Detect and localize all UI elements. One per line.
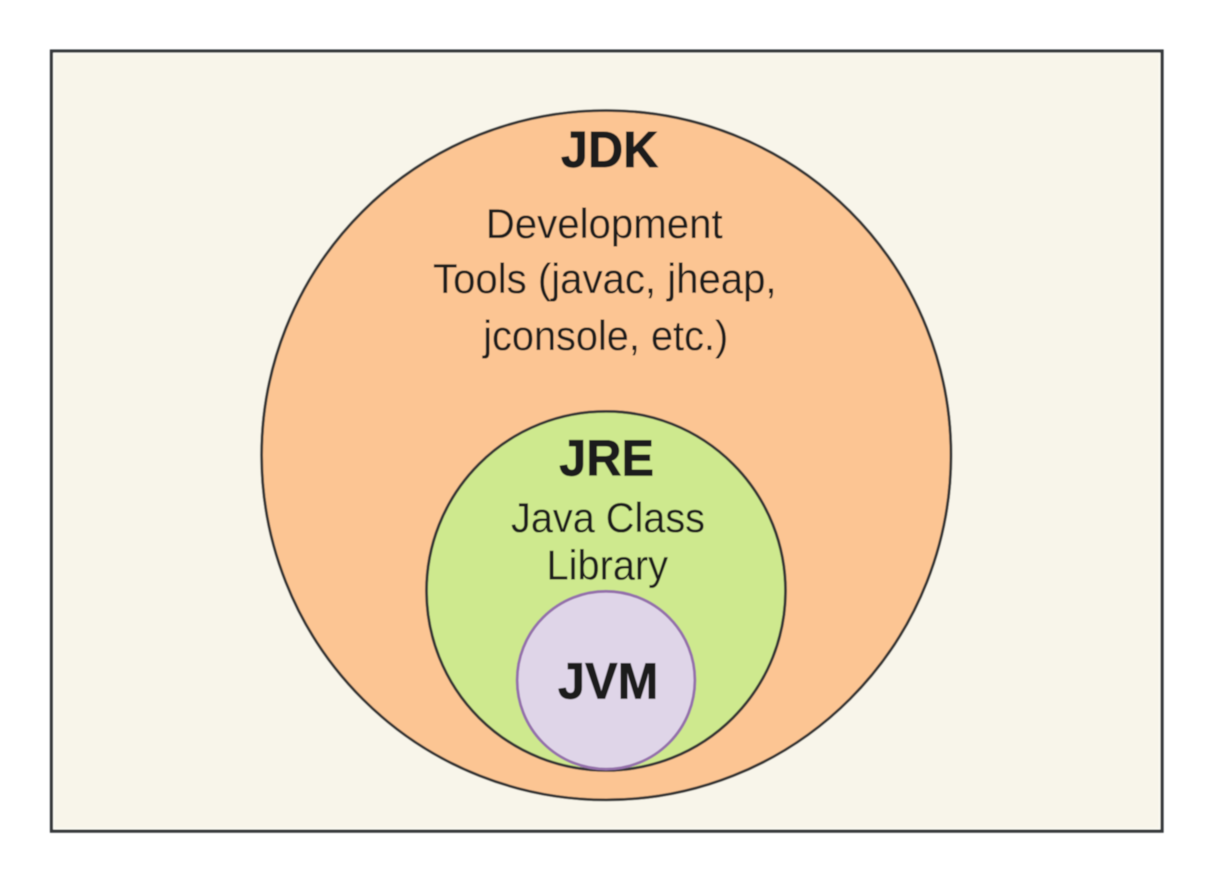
svg-text:Java Class: Java Class xyxy=(511,494,705,541)
svg-text:JRE: JRE xyxy=(559,429,654,486)
svg-text:Library: Library xyxy=(547,542,669,589)
svg-text:jconsole, etc.): jconsole, etc.) xyxy=(481,312,728,359)
svg-text:Development: Development xyxy=(486,200,723,247)
svg-text:Tools (javac, jheap,: Tools (javac, jheap, xyxy=(433,255,777,302)
svg-text:JDK: JDK xyxy=(561,121,659,178)
svg-text:JVM: JVM xyxy=(558,653,659,710)
